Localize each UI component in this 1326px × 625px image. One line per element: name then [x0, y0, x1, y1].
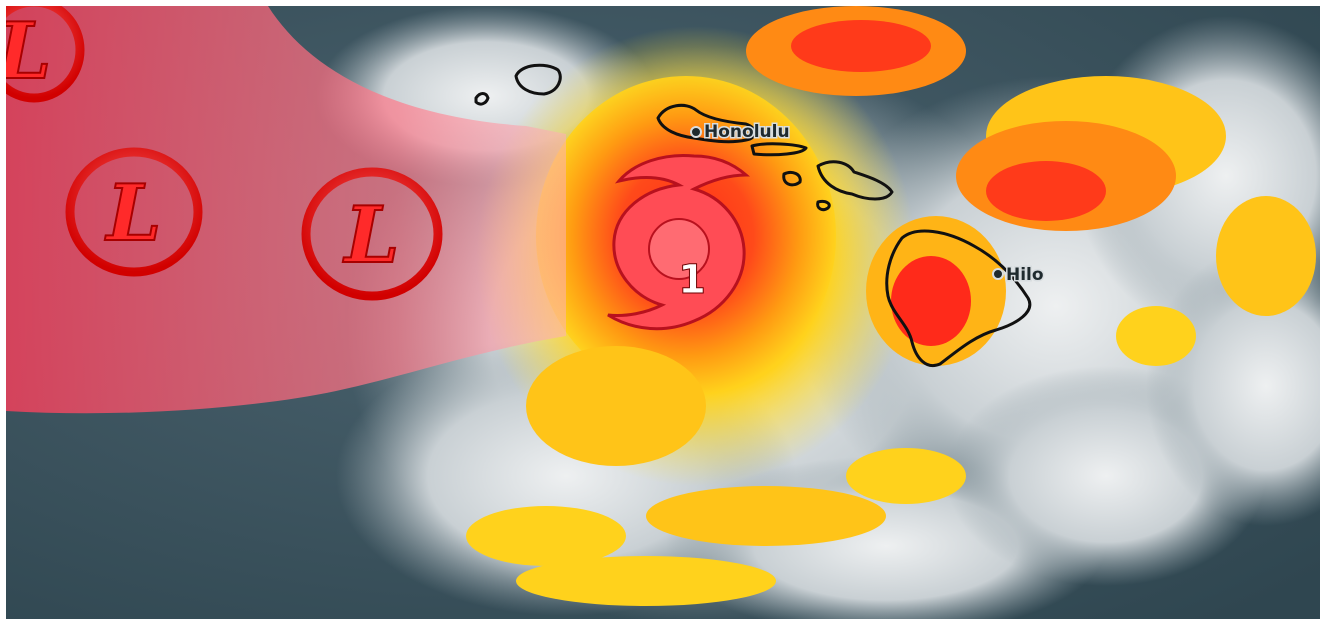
low-letter-1: L — [6, 6, 51, 97]
low-letter-3: L — [343, 190, 400, 281]
satellite-weather-map: L L L — [6, 6, 1320, 619]
map-canvas: L L L — [6, 6, 1320, 619]
city-hilo: Hilo — [992, 264, 1045, 287]
hurricane-icon: 1 — [607, 153, 750, 331]
low-pressure-marker-1: L — [6, 6, 85, 103]
low-pressure-marker-2: L — [65, 147, 203, 277]
island-hawaii — [885, 229, 1032, 367]
island-kauai — [514, 63, 562, 96]
island-molokai — [750, 142, 808, 157]
island-lanai — [782, 170, 802, 187]
island-maui — [816, 160, 894, 201]
island-kahoolawe — [816, 200, 831, 212]
city-honolulu: Honolulu — [690, 121, 791, 144]
city-dot-hilo — [992, 268, 1004, 280]
island-niihau — [474, 92, 490, 106]
storm-category-label: 1 — [678, 257, 706, 303]
hawaiian-islands — [474, 63, 1032, 367]
low-pressure-marker-3: L — [301, 167, 443, 301]
city-dot-honolulu — [690, 126, 702, 138]
island-oahu — [656, 103, 757, 144]
city-label-hilo: Hilo — [1006, 265, 1044, 285]
low-letter-2: L — [105, 168, 162, 259]
forecast-cone — [6, 6, 566, 414]
city-label-honolulu: Honolulu — [704, 122, 790, 142]
